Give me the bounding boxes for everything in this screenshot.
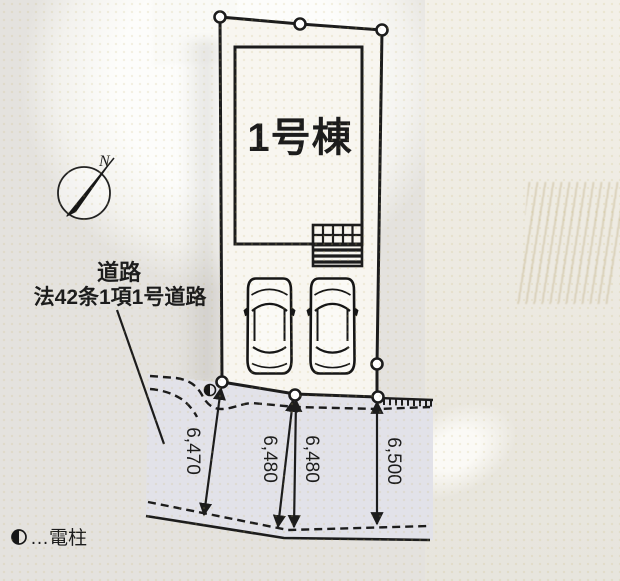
boundary-marker: [293, 17, 307, 31]
legend-label: …電柱: [30, 527, 87, 549]
boundary-marker: [213, 10, 227, 24]
measurement-label: 6,470: [182, 427, 203, 475]
measurement-lines: [199, 386, 384, 529]
road-label-line2: 法42条1項1号道路: [34, 285, 208, 309]
car-icon: [242, 277, 297, 375]
legend: …電柱: [11, 527, 87, 549]
car-icon: [305, 277, 360, 375]
road-edge-dashed: [147, 500, 431, 532]
measurement-label: 6,480: [259, 435, 280, 483]
measurement-line: [199, 386, 226, 517]
road-edge-solid: [145, 514, 431, 542]
boundary-marker: [215, 375, 229, 389]
road-label-line1: 道路: [97, 260, 142, 285]
measurement-label: 6,480: [301, 435, 322, 483]
boundary-marker: [371, 390, 385, 404]
boundary-marker: [375, 23, 389, 37]
boundary-marker: [370, 357, 384, 371]
road-edge-dashed: [149, 374, 431, 411]
boundary-wall-ticks: [378, 396, 434, 407]
boundary-marker: [288, 388, 302, 402]
utility-pole-icon: [203, 383, 217, 397]
north-label: N: [98, 153, 111, 170]
utility-pole-legend-icon: [11, 529, 27, 545]
building-label: 1号棟: [247, 116, 352, 160]
entrance-steps: [311, 223, 364, 268]
boundary-markers: [213, 10, 389, 404]
road-leader-line: [115, 309, 166, 445]
building-outline: [233, 45, 364, 246]
compass-icon: N: [57, 153, 115, 220]
measurement-line: [287, 398, 303, 529]
measurement-label: 6,500: [383, 437, 404, 485]
